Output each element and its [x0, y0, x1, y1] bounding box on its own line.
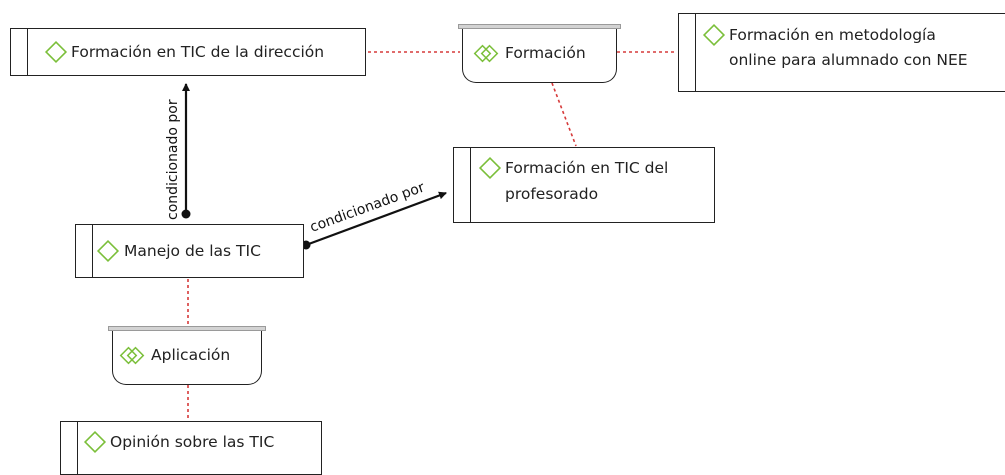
- code-node-formacion-tic-profesorado[interactable]: Formación en TIC del profesorado: [453, 147, 715, 223]
- group-cap: [458, 24, 621, 29]
- code-label-line2: online para alumnado con NEE: [729, 51, 968, 69]
- group-cap: [108, 326, 266, 331]
- group-node-formacion[interactable]: Formación: [462, 29, 617, 83]
- link-formacion-profesorado: [551, 82, 577, 147]
- code-node-formacion-metodologia[interactable]: Formación en metodología online para alu…: [678, 13, 1005, 92]
- code-group-icon: [473, 44, 499, 63]
- group-label: Aplicación: [151, 346, 231, 364]
- code-node-opinion-tic[interactable]: Opinión sobre las TIC: [60, 421, 322, 475]
- relation-label-manejo-direccion: condicionado por: [165, 99, 181, 220]
- group-label: Formación: [505, 44, 586, 62]
- code-label-line2: profesorado: [505, 185, 599, 203]
- code-label: Opinión sobre las TIC: [110, 433, 275, 451]
- relation-origin-dot: [181, 209, 191, 219]
- code-label: Formación en TIC de la dirección: [71, 43, 325, 61]
- code-label: Manejo de las TIC: [124, 242, 261, 260]
- code-diamond-icon: [83, 430, 107, 454]
- group-node-aplicacion[interactable]: Aplicación: [112, 331, 262, 385]
- code-label-line1: Formación en TIC del: [505, 159, 669, 177]
- code-diamond-icon: [478, 156, 502, 180]
- code-diamond-icon: [702, 23, 726, 47]
- code-node-formacion-tic-direccion[interactable]: Formación en TIC de la dirección: [10, 28, 366, 76]
- code-node-manejo-tic[interactable]: Manejo de las TIC: [75, 224, 304, 278]
- code-label-line1: Formación en metodología: [729, 26, 936, 44]
- code-diamond-icon: [44, 40, 68, 64]
- code-diamond-icon: [96, 239, 120, 263]
- code-group-icon: [119, 346, 145, 365]
- relation-line-manejo-profesorado: [305, 191, 447, 247]
